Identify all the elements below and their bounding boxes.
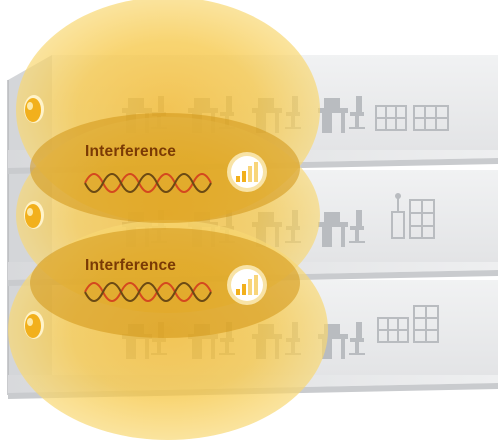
desk-icon xyxy=(318,98,348,133)
bookshelf-icon xyxy=(409,199,435,239)
coverage-zones xyxy=(8,0,328,440)
office-chair-icon xyxy=(349,96,365,129)
bookshelf-icon xyxy=(377,317,409,343)
access-point-icon xyxy=(24,201,44,229)
office-chair-icon xyxy=(349,210,365,243)
interference-label-lower: Interference xyxy=(85,257,177,274)
plant-icon xyxy=(391,193,405,239)
interference-label-upper: Interference xyxy=(85,143,177,160)
access-points xyxy=(24,95,44,339)
signal-strength-icon xyxy=(227,265,267,305)
bookshelf-icon xyxy=(375,105,407,131)
office-chair-icon xyxy=(349,322,365,355)
bookshelf-icon xyxy=(413,105,449,131)
wave-icon xyxy=(84,282,212,302)
desk-icon xyxy=(318,324,348,359)
access-point-icon xyxy=(24,95,44,123)
overlap-zone-upper xyxy=(30,113,300,223)
access-point-icon xyxy=(24,311,44,339)
desk-icon xyxy=(318,212,348,247)
wave-icon xyxy=(84,173,212,193)
signal-strength-icon xyxy=(227,152,267,192)
bookshelf-icon xyxy=(413,305,439,343)
